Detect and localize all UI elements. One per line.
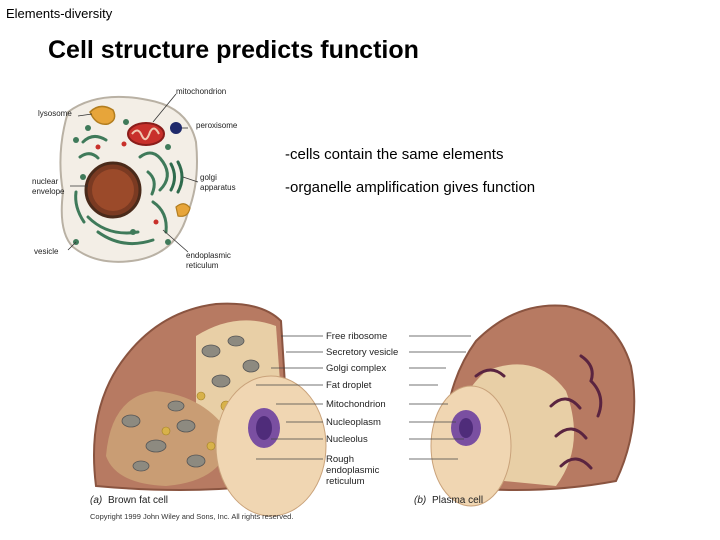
slide-title: Cell structure predicts function [48, 36, 419, 65]
label-golgi-complex: Golgi complex [326, 363, 386, 374]
brown-fat-cell-illustration [94, 304, 326, 516]
label-vesicle: vesicle [34, 247, 59, 256]
cell-diagram: mitochondrion lysosome peroxisome nuclea… [28, 82, 253, 272]
label-endoplasmic: endoplasmic [326, 465, 380, 476]
copyright-notice: Copyright 1999 John Wiley and Sons, Inc.… [90, 512, 293, 521]
label-free-ribosome: Free ribosome [326, 331, 387, 342]
cell-comparison-figure: Free ribosome Secretory vesicle Golgi co… [86, 296, 642, 526]
slide-header: Elements-diversity [6, 6, 112, 21]
bullet-list: -cells contain the same elements -organe… [285, 138, 535, 204]
label-reticulum: reticulum [326, 476, 365, 487]
label-mitochondrion: mitochondrion [176, 87, 226, 96]
label-peroxisome: peroxisome [196, 121, 238, 130]
caption-plasma-cell: Plasma cell [432, 495, 483, 506]
bullet-item-1: -cells contain the same elements [285, 138, 535, 171]
label-golgi: golgi [200, 173, 217, 182]
caption-b-letter: (b) [414, 495, 426, 506]
label-nucleoplasm: Nucleoplasm [326, 417, 381, 428]
plasma-cell-illustration [431, 305, 634, 506]
label-rough: Rough [326, 454, 354, 465]
label-endoplasmic: endoplasmic [186, 251, 231, 260]
caption-a-letter: (a) [90, 495, 102, 506]
caption-brown-fat-cell: Brown fat cell [108, 495, 168, 506]
label-mitochondrion: Mitochondrion [326, 399, 386, 410]
label-apparatus: apparatus [200, 183, 236, 192]
label-nuclear: nuclear [32, 177, 59, 186]
peroxisome-shape [170, 122, 182, 134]
bullet-item-2: -organelle amplification gives function [285, 171, 535, 204]
label-nucleolus: Nucleolus [326, 434, 368, 445]
label-reticulum: reticulum [186, 261, 219, 270]
label-secretory-vesicle: Secretory vesicle [326, 347, 398, 358]
label-fat-droplet: Fat droplet [326, 380, 372, 391]
label-lysosome: lysosome [38, 109, 72, 118]
label-envelope: envelope [32, 187, 65, 196]
